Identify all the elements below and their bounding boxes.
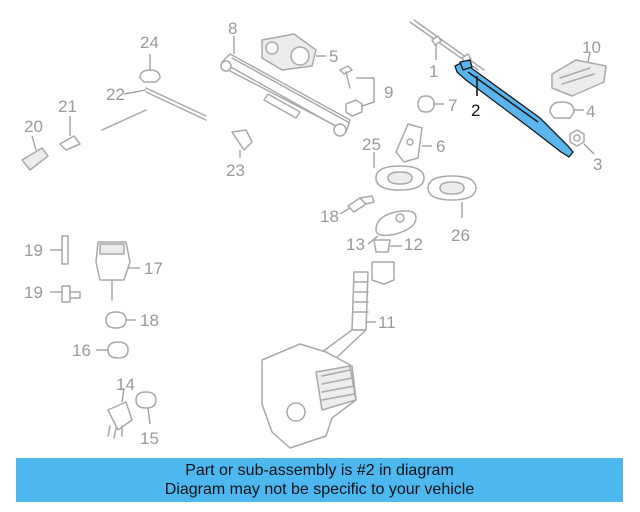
part-24-connector[interactable] xyxy=(231,129,253,151)
banner-line-1: Part or sub-assembly is #2 in diagram xyxy=(185,462,454,479)
callout-11: 11 xyxy=(378,313,396,332)
part-19-hose-connector-bottom[interactable] xyxy=(61,285,81,303)
part-5-wiper-motor[interactable] xyxy=(261,33,317,71)
callout-5: 5 xyxy=(329,47,338,66)
callout-24: 23 xyxy=(226,161,245,180)
part-13-seal[interactable] xyxy=(375,210,417,237)
washer-reservoir[interactable] xyxy=(261,343,357,449)
callout-19b: 19 xyxy=(24,283,43,302)
part-3-nut[interactable] xyxy=(569,129,585,147)
callout-3: 3 xyxy=(593,155,602,174)
part-26-jet-housing[interactable] xyxy=(375,165,425,191)
part-14-level-sensor[interactable] xyxy=(107,401,133,439)
callout-4: 4 xyxy=(586,102,595,121)
parts-diagram: 1 2 3 4 10 8 5 xyxy=(21,19,607,449)
callout-6: 6 xyxy=(436,137,445,156)
part-17-washer-pump[interactable] xyxy=(95,241,131,301)
callout-19a: 18 xyxy=(320,207,339,226)
callout-17: 17 xyxy=(144,259,163,278)
callout-9: 9 xyxy=(384,83,393,102)
banner-line-2: Diagram may not be specific to your vehi… xyxy=(164,481,475,498)
part-2-wiper-arm[interactable] xyxy=(454,59,574,158)
callout-2: 2 xyxy=(471,101,480,120)
callout-22: 21 xyxy=(58,97,77,116)
callout-21: 20 xyxy=(24,117,43,136)
part-27-jet-housing[interactable] xyxy=(427,175,477,201)
part-22-nozzle[interactable] xyxy=(59,135,81,151)
part-15-grommet[interactable] xyxy=(135,391,157,409)
callout-14: 14 xyxy=(116,375,135,394)
callout-1: 1 xyxy=(429,62,438,81)
part-21-jet[interactable] xyxy=(21,147,49,171)
part-7-grommet[interactable] xyxy=(417,95,435,113)
part-6-bracket[interactable] xyxy=(395,123,423,163)
part-20-sensor[interactable] xyxy=(61,235,69,265)
callout-7: 7 xyxy=(448,96,457,115)
callout-18: 18 xyxy=(140,311,159,330)
part-25-plug[interactable] xyxy=(139,69,161,83)
callout-23: 22 xyxy=(106,85,125,104)
callout-27: 26 xyxy=(451,226,470,245)
callout-10: 10 xyxy=(582,38,601,57)
callout-26: 25 xyxy=(362,135,381,154)
part-11-filler-neck[interactable] xyxy=(321,261,395,361)
callout-20: 19 xyxy=(24,241,43,260)
part-8-wiper-linkage[interactable] xyxy=(220,53,351,137)
callout-12: 12 xyxy=(404,235,423,254)
part-23-rod[interactable] xyxy=(101,87,207,131)
callout-8: 8 xyxy=(228,19,237,38)
part-18-grommet[interactable] xyxy=(105,311,127,329)
part-19-hose-connector-top[interactable] xyxy=(347,195,375,213)
part-4-cap[interactable] xyxy=(549,101,575,119)
callout-13: 13 xyxy=(346,235,365,254)
part-1-wiper-blade[interactable] xyxy=(409,19,485,71)
part-16-seal[interactable] xyxy=(107,341,129,359)
callout-15: 15 xyxy=(140,429,159,448)
part-12-cap[interactable] xyxy=(373,239,391,253)
info-banner: Part or sub-assembly is #2 in diagram Di… xyxy=(16,458,623,502)
part-9-bolts[interactable] xyxy=(339,65,363,117)
callout-16: 16 xyxy=(72,341,91,360)
callout-25: 24 xyxy=(140,33,159,52)
part-10-cover[interactable] xyxy=(551,59,607,97)
